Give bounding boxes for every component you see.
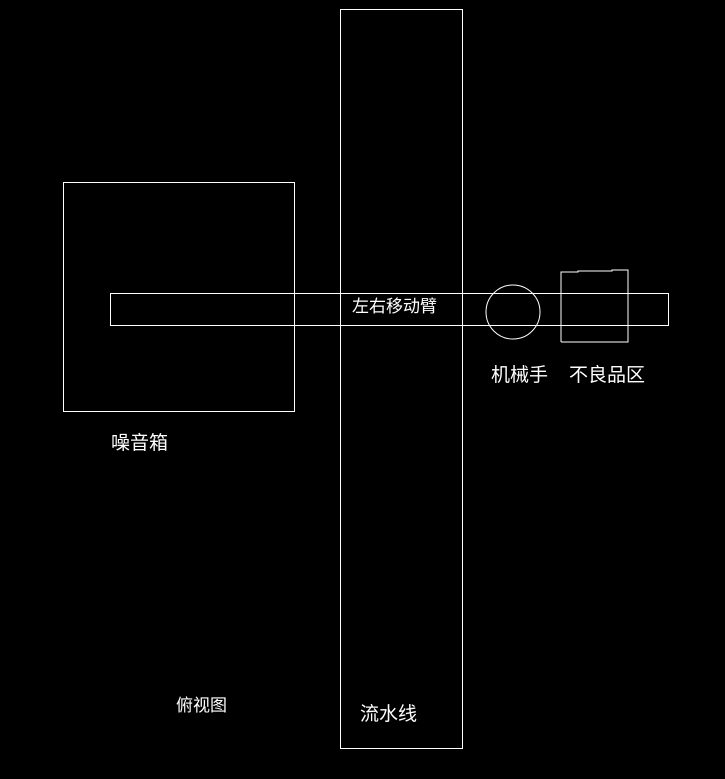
conveyor-rect: [340, 9, 463, 749]
arm-label: 左右移动臂: [352, 297, 437, 317]
arm-rect: [110, 293, 669, 326]
noise-box-rect: [63, 182, 295, 412]
noise-box-label: 噪音箱: [111, 432, 169, 454]
conveyor-label: 流水线: [360, 703, 418, 725]
reject-area-rect: [560, 269, 629, 343]
gripper-circle: [485, 284, 541, 340]
view-label: 俯视图: [176, 696, 227, 716]
gripper-label: 机械手: [491, 364, 549, 386]
reject-area-label: 不良品区: [569, 364, 646, 386]
